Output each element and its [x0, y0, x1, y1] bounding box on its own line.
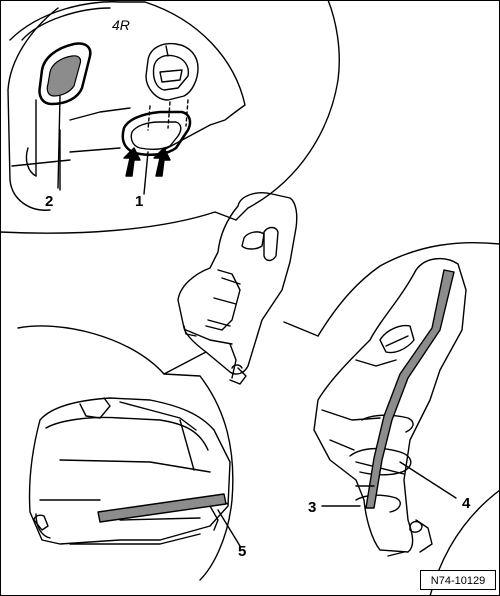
- part-3-4-shaded-strip: [365, 269, 455, 509]
- arrow-left: [123, 147, 141, 177]
- top-detail-bubble-outline: [0, 0, 340, 234]
- part-5-shaded-strip: [97, 493, 227, 523]
- seat-logo-text: 4R: [112, 17, 130, 33]
- center-seat-outline: [177, 192, 298, 375]
- callout-2: 2: [45, 193, 53, 210]
- lower-left-detail-bubble-outline: [17, 325, 234, 581]
- arrow-right: [153, 147, 171, 177]
- callout-5: 5: [238, 543, 246, 560]
- part-2-trim-ring: [38, 42, 92, 106]
- callout-1: 1: [135, 193, 143, 210]
- right-detail-bubble-outline: [317, 241, 500, 337]
- belt-opening: [145, 42, 199, 101]
- callout-4: 4: [462, 495, 471, 512]
- callout-3: 3: [308, 499, 316, 516]
- backrest-panel-outline: [9, 1, 246, 153]
- figure-reference-code: N74-10129: [420, 570, 496, 590]
